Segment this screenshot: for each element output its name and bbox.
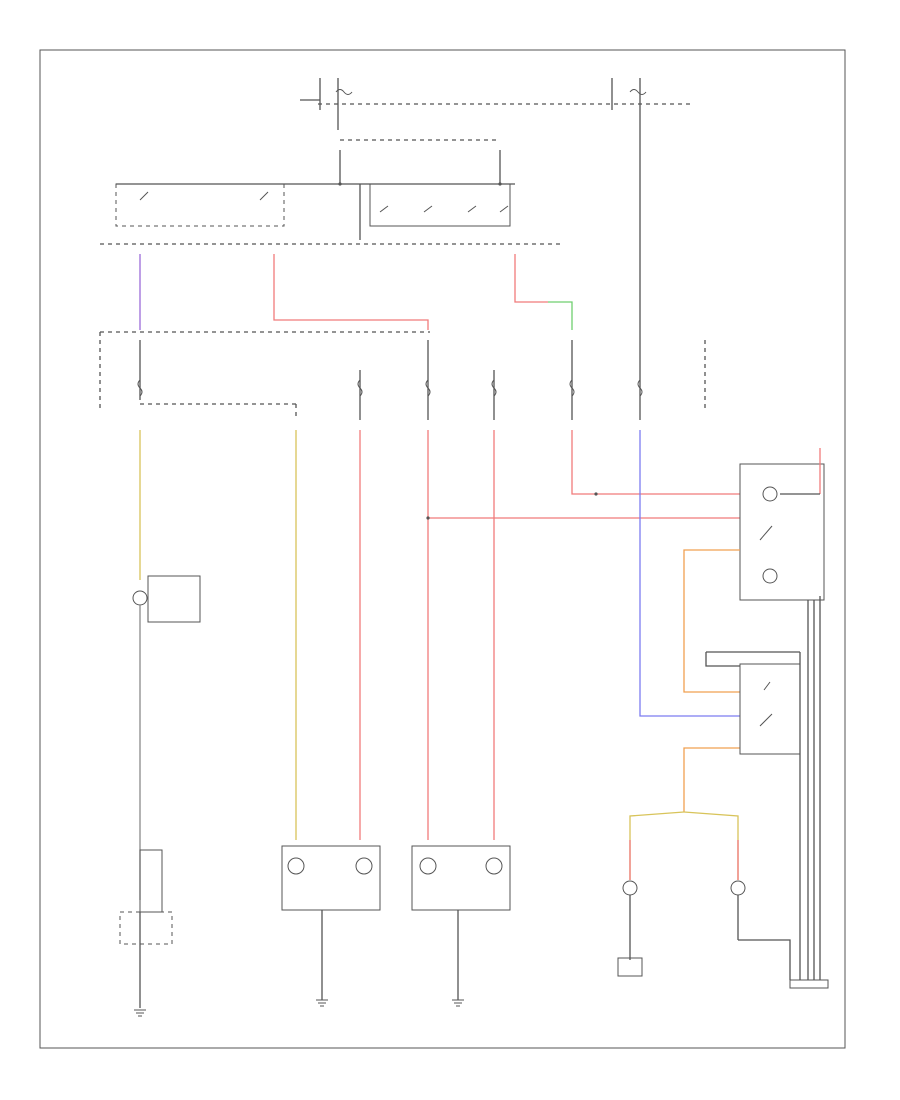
- drl-relay: [705, 652, 801, 755]
- drl-control-unit: [739, 463, 825, 601]
- diagram-frame: [39, 49, 846, 1049]
- orange-wire-upper: [683, 549, 740, 693]
- drl-lamps: [617, 811, 791, 980]
- red-wire-switch-to-bus: [273, 254, 429, 330]
- ground-bundle-right: [706, 596, 829, 989]
- fuse-row: [137, 130, 643, 420]
- blue-wire: [639, 430, 740, 717]
- ground-symbols: [134, 999, 464, 1017]
- combination-switch-bottom: [119, 849, 173, 1008]
- red-green-wire: [514, 254, 548, 303]
- orange-wire-lower: [683, 747, 740, 812]
- high-beam-indicator: [132, 575, 201, 623]
- left-headlight: [281, 845, 381, 1000]
- headlight-switch-block: [115, 150, 515, 240]
- right-headlight: [411, 845, 511, 1000]
- red-wire-to-lamp: [571, 430, 740, 495]
